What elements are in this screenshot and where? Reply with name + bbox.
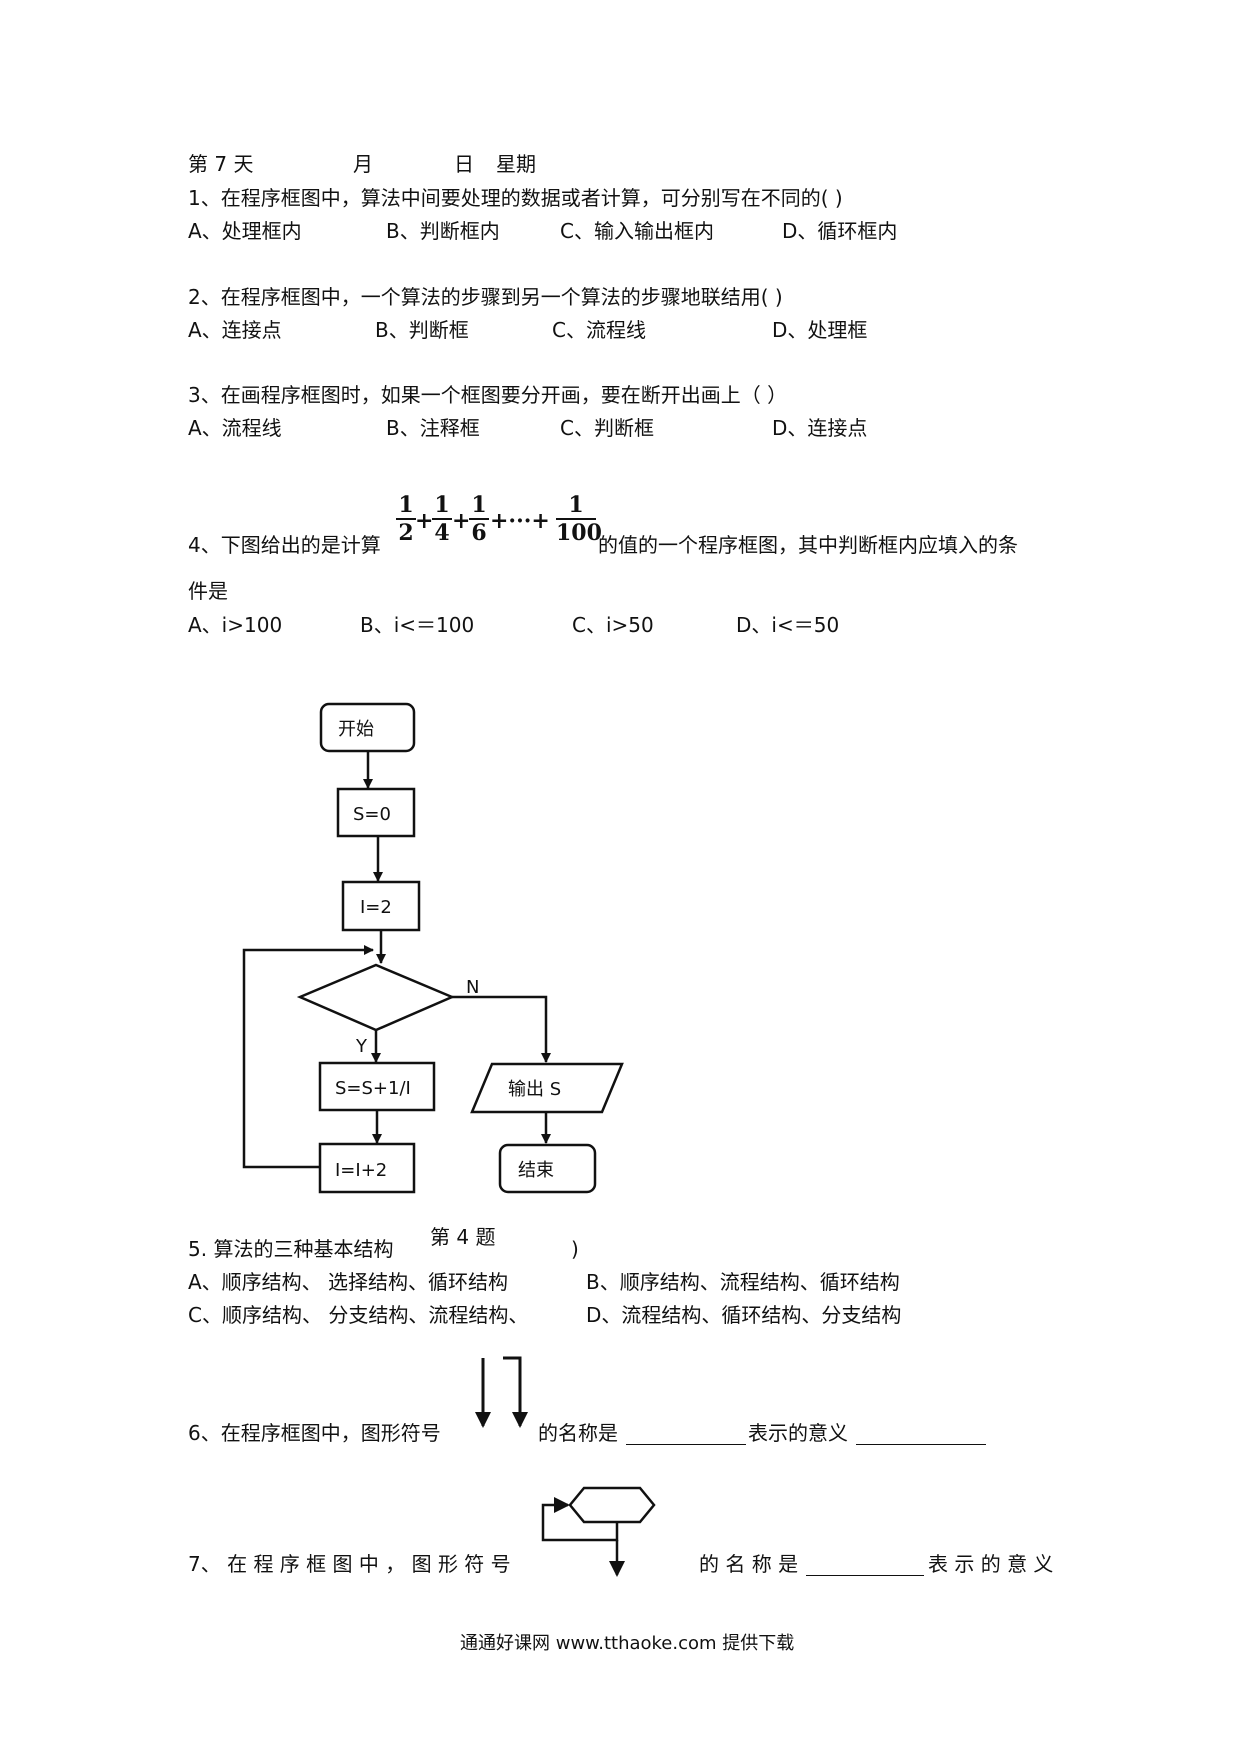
q7-name-blank[interactable] [806, 1575, 924, 1576]
q6-name-label: 的名称是 [538, 1421, 618, 1445]
q1-option-a: A、处理框内 [188, 219, 302, 243]
q5-stem: 5. 算法的三种基本结构 [188, 1237, 394, 1261]
flow-update-i-label: I=I+2 [335, 1160, 387, 1181]
q6-name-blank[interactable] [626, 1444, 746, 1445]
q4-f3-den: 6 [471, 520, 487, 546]
flow-loop-line [242, 945, 374, 1169]
q5-option-b: B、顺序结构、流程结构、循环结构 [586, 1270, 900, 1294]
q4-stem-line2: 件是 [188, 579, 228, 603]
q3-option-b: B、注释框 [386, 416, 480, 440]
flowchart-caption: 第 4 题 [430, 1225, 496, 1249]
q3-option-a: A、流程线 [188, 416, 282, 440]
q4-f2-den: 4 [434, 520, 450, 546]
q4-f4-den: 100 [556, 520, 602, 546]
q5-option-a: A、顺序结构、 选择结构、循环结构 [188, 1270, 509, 1294]
q3-option-c: C、判断框 [560, 416, 654, 440]
flow-i-init-label: I=2 [360, 897, 392, 918]
q4-ellipsis: +···+ [490, 508, 550, 534]
flow-arrow-no [452, 995, 551, 1063]
q4-stem-before: 4、下图给出的是计算 [188, 533, 381, 557]
q3-option-d: D、连接点 [772, 416, 868, 440]
header-weekday: 星期 [496, 152, 536, 176]
q4-f1-num: 1 [398, 492, 414, 518]
q7-stem: 7、 在 程 序 框 图 中 ， 图 形 符 号 [188, 1552, 511, 1576]
footer-credit: 通通好课网 www.tthaoke.com 提供下载 [460, 1633, 795, 1654]
q2-option-c: C、流程线 [552, 318, 646, 342]
flow-output-label: 输出 S [508, 1079, 561, 1100]
q4-f2-num: 1 [434, 492, 450, 518]
flow-decision-diamond [296, 963, 456, 1032]
header-day: 第 7 天 [188, 152, 254, 176]
flow-s-init-label: S=0 [353, 804, 391, 825]
q6-meaning-label: 表示的意义 [748, 1421, 848, 1445]
flow-line-symbol-icon [475, 1356, 528, 1428]
q2-option-b: B、判断框 [375, 318, 469, 342]
q4-option-a: A、i>100 [188, 613, 283, 637]
q4-option-c: C、i>50 [572, 613, 654, 637]
q6-stem: 6、在程序框图中，图形符号 [188, 1421, 441, 1445]
flow-end-label: 结束 [518, 1160, 554, 1181]
q3-stem: 3、在画程序框图时，如果一个框图要分开画，要在断开出画上（ ） [188, 383, 788, 407]
q4-option-b: B、i<＝100 [360, 613, 475, 637]
flow-start-label: 开始 [338, 719, 374, 740]
loop-symbol-icon [541, 1486, 656, 1577]
q4-f4-num: 1 [568, 492, 584, 518]
flow-s-init-box [336, 787, 416, 838]
flow-yes-label: Y [355, 1036, 368, 1057]
flow-no-label: N [466, 977, 479, 998]
q2-option-d: D、处理框 [772, 318, 868, 342]
q7-meaning-label: 表 示 的 意 义 [928, 1552, 1054, 1576]
q5-close: ) [571, 1237, 579, 1261]
q5-option-c: C、顺序结构、 分支结构、流程结构、 [188, 1303, 529, 1327]
q1-stem: 1、在程序框图中，算法中间要处理的数据或者计算，可分别写在不同的( ) [188, 186, 843, 210]
flow-end-box [498, 1143, 597, 1194]
q1-option-d: D、循环框内 [782, 219, 898, 243]
q4-f1-den: 2 [398, 520, 414, 546]
q4-stem-after: 的值的一个程序框图，其中判断框内应填入的条 [598, 533, 1018, 557]
q1-option-b: B、判断框内 [386, 219, 500, 243]
q1-option-c: C、输入输出框内 [560, 219, 714, 243]
q6-meaning-blank[interactable] [856, 1444, 986, 1445]
q2-stem: 2、在程序框图中，一个算法的步骤到另一个算法的步骤地联结用( ) [188, 285, 783, 309]
q5-option-d: D、流程结构、循环结构、分支结构 [586, 1303, 902, 1327]
q4-f3-num: 1 [471, 492, 487, 518]
header-date: 日 [454, 152, 474, 176]
q4-option-d: D、i<＝50 [736, 613, 840, 637]
q4-plus-2: + [452, 508, 471, 534]
flow-update-s-label: S=S+1/I [335, 1078, 411, 1099]
q2-option-a: A、连接点 [188, 318, 282, 342]
flow-output-box [470, 1062, 624, 1114]
q4-plus-1: + [415, 508, 434, 534]
q7-name-label: 的 名 称 是 [699, 1552, 799, 1576]
header-month: 月 [353, 152, 373, 176]
